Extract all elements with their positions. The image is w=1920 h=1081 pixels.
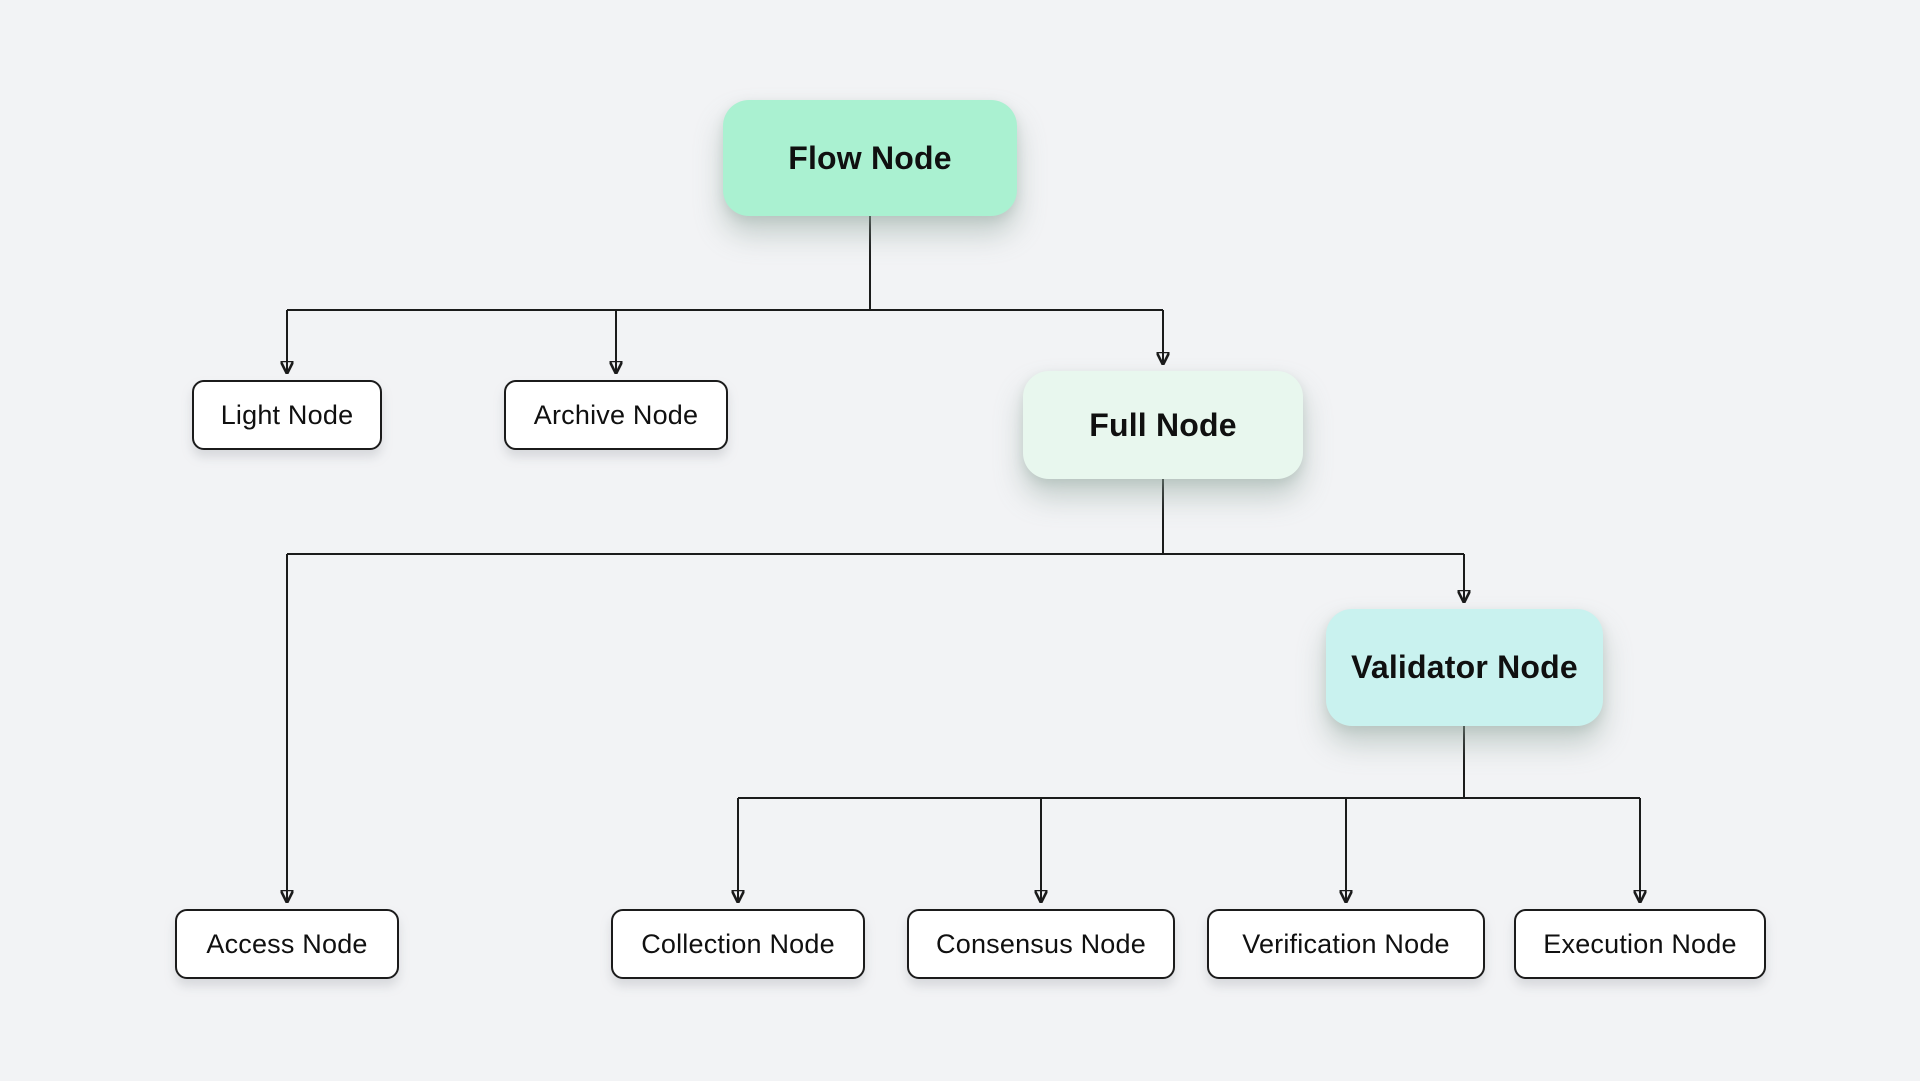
node-collection: Collection Node <box>611 909 865 979</box>
node-flow: Flow Node <box>723 100 1017 216</box>
node-collection-label: Collection Node <box>641 928 835 959</box>
node-access: Access Node <box>175 909 399 979</box>
node-consensus: Consensus Node <box>907 909 1175 979</box>
node-execution: Execution Node <box>1514 909 1766 979</box>
node-verification-label: Verification Node <box>1242 928 1450 959</box>
node-verification: Verification Node <box>1207 909 1485 979</box>
node-access-label: Access Node <box>206 928 368 959</box>
node-archive-label: Archive Node <box>533 399 699 430</box>
node-archive: Archive Node <box>504 380 728 450</box>
node-light-label: Light Node <box>220 399 354 430</box>
node-execution-label: Execution Node <box>1543 928 1737 959</box>
node-consensus-label: Consensus Node <box>936 928 1146 959</box>
node-validator: Validator Node <box>1326 609 1603 726</box>
node-full-label: Full Node <box>1089 406 1237 443</box>
node-full: Full Node <box>1023 371 1303 479</box>
node-light: Light Node <box>192 380 382 450</box>
node-validator-label: Validator Node <box>1351 649 1578 685</box>
node-flow-label: Flow Node <box>788 139 952 176</box>
